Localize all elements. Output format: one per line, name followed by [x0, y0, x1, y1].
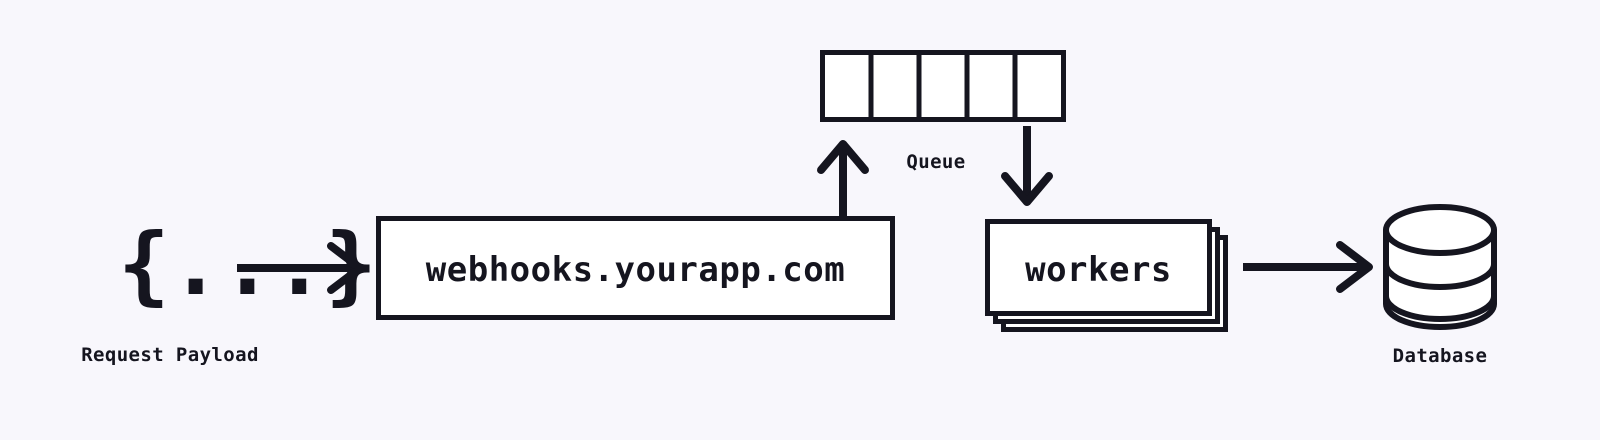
endpoint-box[interactable] [376, 216, 895, 320]
edge-payload-to-endpoint [237, 242, 364, 294]
workers-label: workers [1025, 250, 1172, 290]
request-payload-glyph: {...} [118, 215, 377, 315]
database-cylinder[interactable] [1383, 204, 1497, 330]
endpoint-label: webhooks.yourapp.com [425, 250, 846, 290]
request-payload-caption: Request Payload [81, 344, 259, 366]
edge-workers-to-database [1243, 241, 1373, 293]
edge-queue-to-workers [1001, 126, 1053, 206]
queue-caption: Queue [906, 151, 966, 173]
queue-shape[interactable] [820, 50, 1066, 122]
database-caption: Database [1392, 345, 1488, 367]
edge-endpoint-to-queue [817, 140, 869, 216]
workers-stack[interactable] [985, 219, 1228, 332]
